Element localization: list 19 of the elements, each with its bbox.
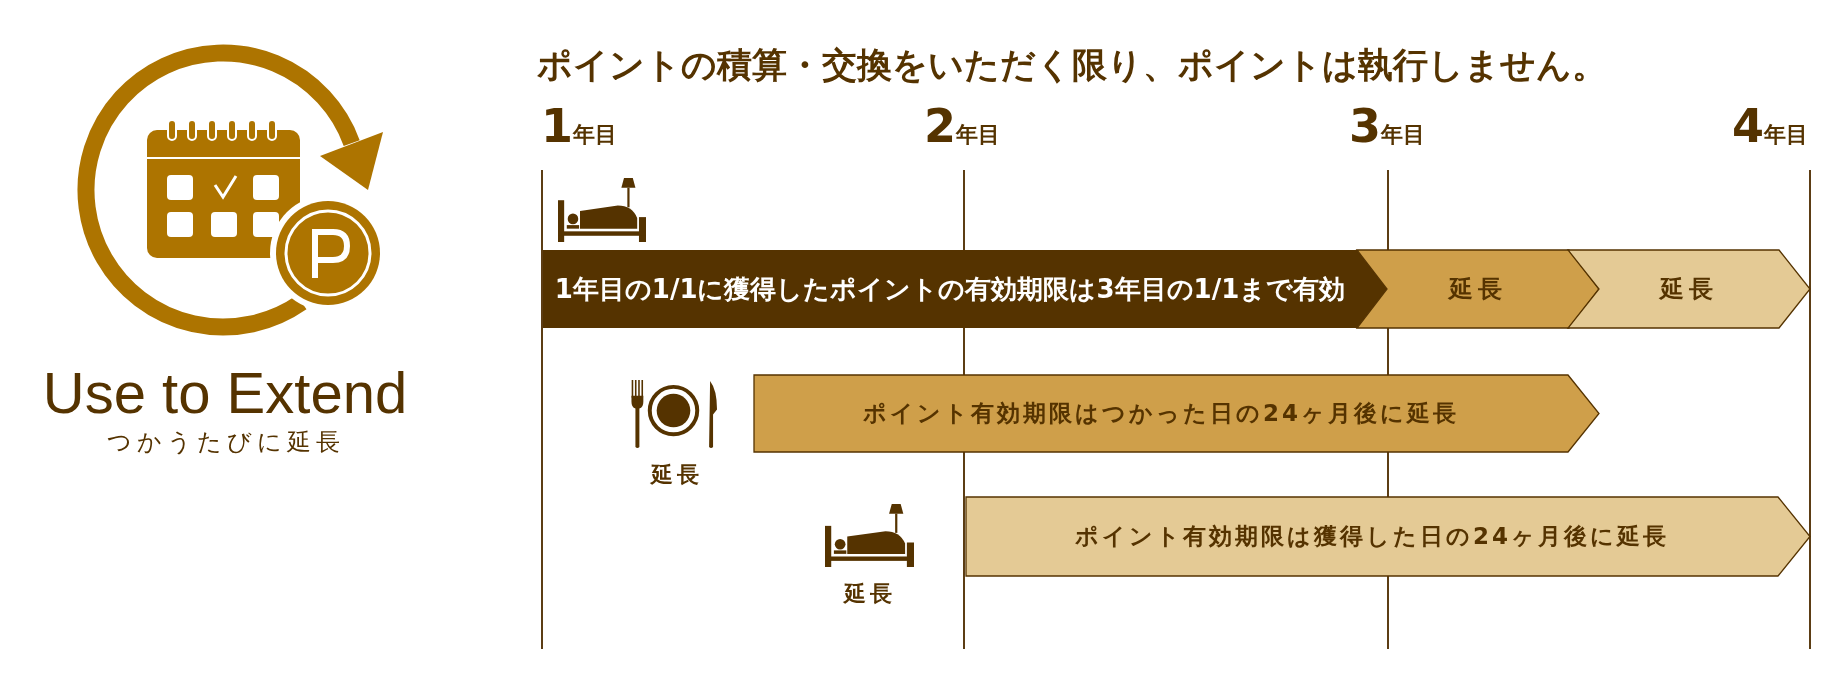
band-text: 1年目の1/1に獲得したポイントの有効期限は3年目の1/1まで有効	[554, 272, 1346, 306]
year-label: 1年目	[541, 103, 617, 149]
year-label: 3年目	[1349, 103, 1425, 149]
year-label: 4年目	[1732, 103, 1808, 149]
arrow-band	[966, 497, 1810, 576]
arrow-band	[1357, 250, 1599, 328]
band-text: 延長	[1449, 274, 1507, 304]
band-text: ポイント有効期限はつかった日の24ヶ月後に延長	[863, 399, 1459, 428]
year-label: 2年目	[924, 103, 1000, 149]
heading: ポイントの積算・交換をいただく限り、ポイントは執行しません。	[537, 44, 1607, 86]
icon-caption: 延長	[651, 462, 703, 489]
slogan-title: Use to Extend	[42, 360, 408, 426]
arrow-band	[1568, 250, 1810, 328]
slogan-subtitle: つかうたびに延長	[107, 428, 345, 457]
icon-caption: 延長	[844, 581, 896, 608]
arrow-band	[754, 375, 1599, 452]
band-text: 延長	[1660, 274, 1718, 304]
arrow-band	[543, 250, 1387, 328]
band-text: ポイント有効期限は獲得した日の24ヶ月後に延長	[1075, 522, 1669, 551]
